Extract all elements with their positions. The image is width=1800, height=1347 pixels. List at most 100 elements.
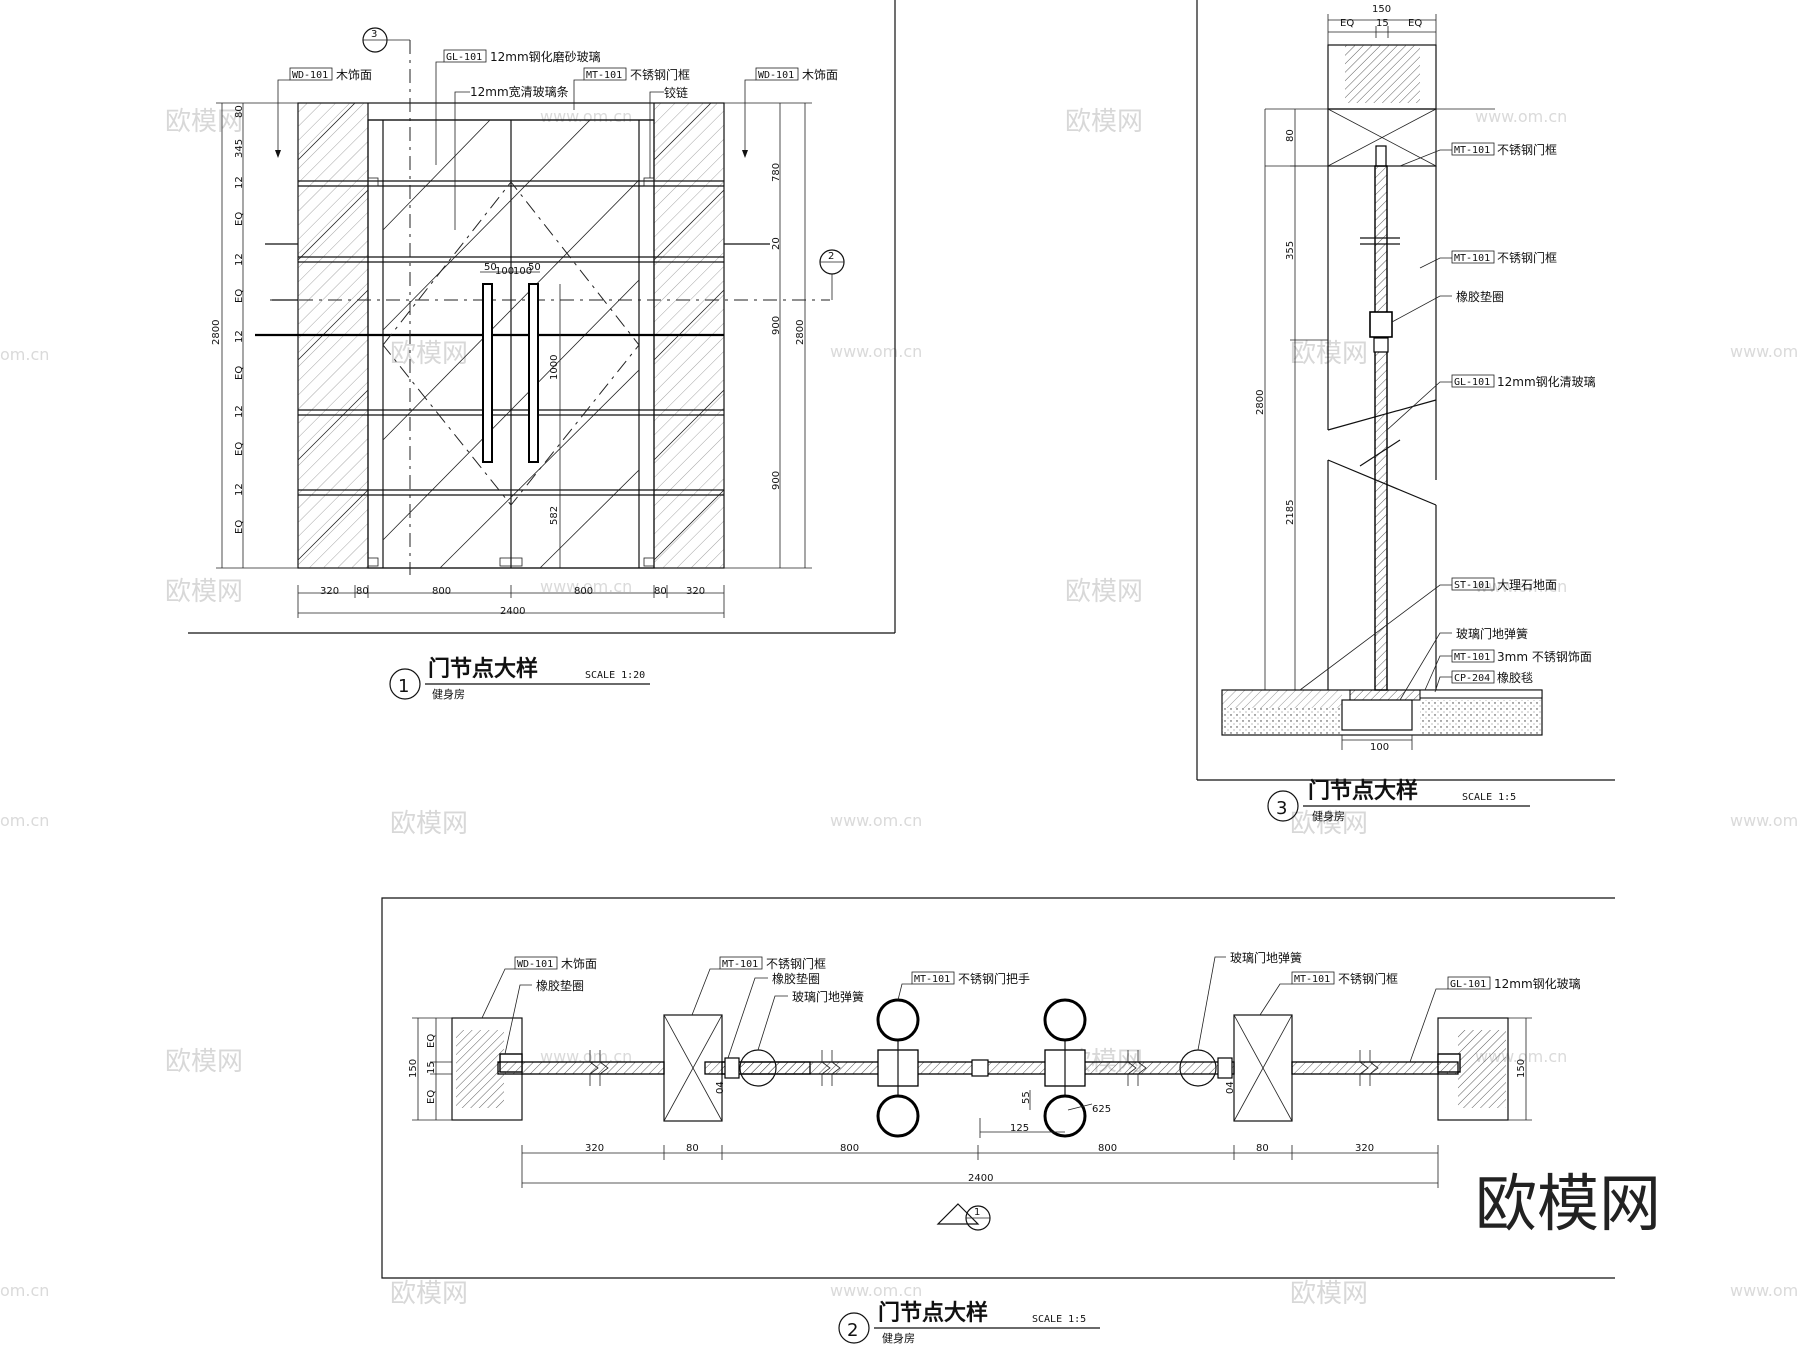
door-handle-left: [482, 283, 493, 463]
top-dim: 15: [1376, 18, 1389, 29]
label-tag: GL-101: [1450, 979, 1486, 990]
bottom-dim: 800: [432, 586, 451, 597]
label-text: 不锈钢门框: [1338, 971, 1398, 986]
label-text: 不锈钢门把手: [958, 971, 1030, 986]
left-dim: 12: [234, 253, 245, 266]
door-swing-line: [382, 181, 640, 506]
watermark-url: www.om.cn: [1730, 342, 1800, 361]
left-dim: 15: [426, 1061, 437, 1074]
section-marker: [936, 1203, 980, 1225]
watermark-brand: 欧模网: [165, 1047, 243, 1077]
watermark-brand: 欧模网: [1065, 577, 1143, 607]
left-total-dim: 2800: [1255, 390, 1266, 415]
top-dim: EQ: [1408, 18, 1422, 29]
floor-spring-box: [1341, 699, 1413, 731]
watermark-brand: 欧模网: [390, 339, 468, 369]
bottom-dim: 100: [1370, 742, 1389, 753]
left-dim: 12: [234, 405, 245, 418]
drawing-title: 门节点大样: [1308, 778, 1418, 804]
drawing-number-bubble: [389, 668, 421, 700]
handle-dim: 50: [528, 262, 541, 273]
label-tag: MT-101: [1454, 253, 1490, 264]
drawing-1-elevation: 50 100 100 50 1000 582 2800 80 345 12 EQ…: [188, 0, 896, 701]
watermark-url: www.om.cn: [540, 577, 632, 596]
handle-bottom-dim: 582: [549, 506, 560, 525]
watermark-url: www.om.cn: [830, 342, 922, 361]
frame-border: [381, 897, 1615, 1279]
label-tag: MT-101: [1454, 652, 1490, 663]
bottom-dim: 80: [356, 586, 369, 597]
top-dim: EQ: [1340, 18, 1354, 29]
label-text: 12mm钢化磨砂玻璃: [490, 50, 601, 64]
watermark-brand: 欧模网: [390, 809, 468, 839]
left-dim: EQ: [426, 1034, 437, 1048]
handle-knob: [876, 998, 920, 1042]
watermark-url: om.cn: [0, 1281, 49, 1300]
drawing-room: 健身房: [882, 1331, 915, 1345]
bottom-dim: 320: [1355, 1143, 1374, 1154]
left-dim: EQ: [234, 366, 245, 380]
watermark-url: om.cn: [0, 811, 49, 830]
label-text: 铰链: [664, 85, 688, 100]
drawing-3-section: 150 EQ 15 EQ 80 355 2185 2800: [1196, 0, 1615, 823]
left-dim: 355: [1285, 241, 1296, 260]
drawing-scale: SCALE 1:20: [585, 670, 645, 681]
drawing-scale: SCALE 1:5: [1462, 792, 1516, 803]
handle-knob: [876, 1094, 920, 1138]
left-dim: EQ: [234, 442, 245, 456]
label-text: 玻璃门地弹簧: [1456, 626, 1528, 641]
label-text: 12mm钢化玻璃: [1494, 977, 1581, 991]
label-text: 3mm 不锈钢饰面: [1497, 650, 1592, 664]
bottom-dim: 80: [686, 1143, 699, 1154]
section-ref-top: 3: [371, 29, 377, 40]
handle-dim: 125: [1010, 1123, 1029, 1134]
drawing-room: 健身房: [1312, 809, 1345, 823]
label-tag: MT-101: [586, 70, 622, 81]
handle-dim: 100: [495, 266, 514, 277]
handle-knob: [1043, 1094, 1087, 1138]
left-dim: 12: [234, 330, 245, 343]
label-text: 橡胶垫圈: [536, 978, 584, 993]
label-text: 木饰面: [336, 68, 372, 82]
label-tag: GL-101: [446, 52, 482, 63]
top-dim: 150: [1372, 4, 1391, 15]
drawing-number-bubble: [1267, 790, 1299, 822]
drawing-number: 3: [1276, 798, 1287, 819]
watermark-url: www.om.cn: [1475, 107, 1567, 126]
drawing-number-bubble: [838, 1312, 870, 1344]
handle-dim: 625: [1092, 1104, 1111, 1115]
label-text: 不锈钢门框: [766, 956, 826, 971]
bottom-dim: 80: [1256, 1143, 1269, 1154]
label-text: 玻璃门地弹簧: [792, 989, 864, 1004]
bottom-dim: 320: [585, 1143, 604, 1154]
left-dim: EQ: [234, 520, 245, 534]
bottom-dim: 800: [1098, 1143, 1117, 1154]
label-text: 橡胶毯: [1497, 670, 1533, 685]
bottom-dim: 800: [840, 1143, 859, 1154]
label-text: 橡胶垫圈: [772, 971, 820, 986]
watermark-brand: 欧模网: [165, 107, 243, 137]
corner-logo: 欧模网: [1475, 1167, 1661, 1240]
handle-dim: 55: [1021, 1091, 1032, 1104]
drawing-room: 健身房: [432, 687, 465, 701]
watermark-url: www.om.cn: [830, 811, 922, 830]
label-tag: MT-101: [914, 974, 950, 985]
left-dim: 150: [408, 1059, 419, 1078]
label-tag: CP-204: [1454, 673, 1490, 684]
bottom-dim: 80: [654, 586, 667, 597]
bottom-dim: 320: [686, 586, 705, 597]
right-dim: 900: [771, 471, 782, 490]
left-dim: 80: [234, 105, 245, 118]
left-dim: 12: [234, 483, 245, 496]
bottom-total-dim: 2400: [968, 1173, 993, 1184]
left-dim: 345: [234, 139, 245, 158]
watermark-url: www.om.cn: [830, 1281, 922, 1300]
label-tag: WD-101: [517, 959, 553, 970]
watermark-brand: 欧模网: [165, 577, 243, 607]
drawing-number: 2: [847, 1320, 858, 1341]
section-ref-side: 2: [828, 251, 834, 262]
drawing-2-plan: 55 625 125 04 04 150 EQ 15 EQ 150 320: [381, 897, 1615, 1345]
handle-dim: 100: [513, 266, 532, 277]
bottom-dim: 320: [320, 586, 339, 597]
